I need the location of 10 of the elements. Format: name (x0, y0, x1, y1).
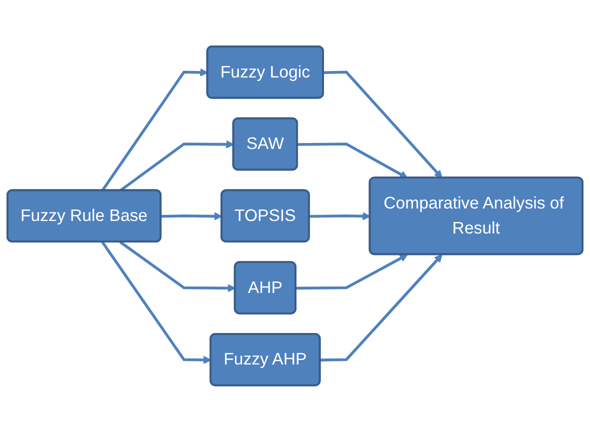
arrow (101, 68, 208, 192)
arrow (324, 70, 442, 179)
arrow (119, 241, 236, 292)
arrow (320, 254, 442, 362)
arrow (309, 212, 371, 220)
arrow (119, 140, 234, 192)
arrow (161, 212, 222, 220)
arrow (298, 142, 408, 179)
arrow (101, 241, 212, 364)
arrow (296, 254, 408, 290)
